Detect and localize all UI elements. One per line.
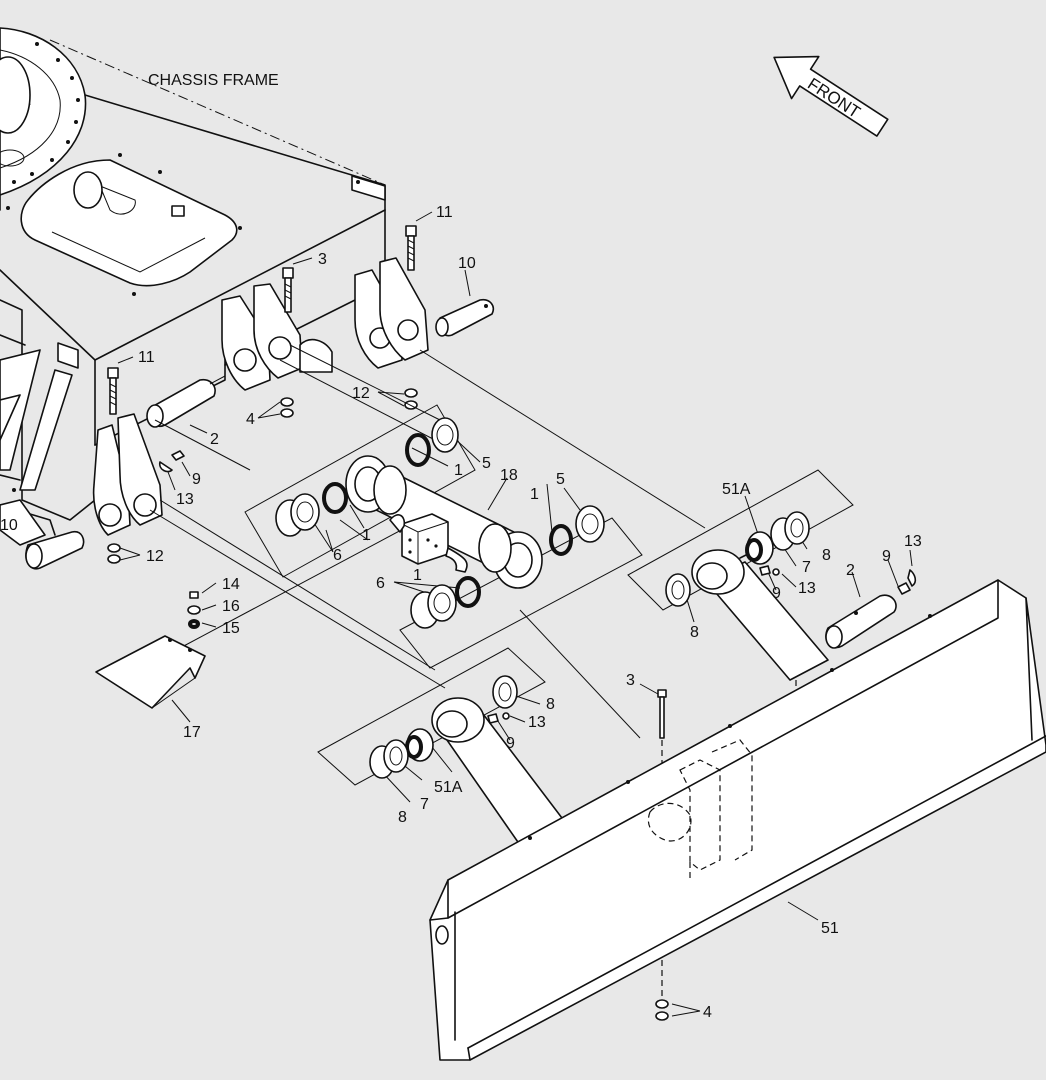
callout-6: 6 [376, 575, 385, 592]
callout-13: 13 [798, 580, 816, 597]
callout-10: 10 [458, 255, 476, 272]
left-arm-group [317, 647, 566, 846]
callout-8: 8 [822, 547, 831, 564]
callout-16: 16 [222, 598, 240, 615]
callout-1: 1 [530, 486, 539, 503]
callout-3: 3 [626, 672, 635, 689]
callout-7: 7 [802, 559, 811, 576]
callout-9: 9 [506, 735, 515, 752]
callout-12: 12 [146, 548, 164, 565]
callout-4: 4 [246, 411, 255, 428]
callout-17: 17 [183, 724, 201, 741]
leader-lines [117, 211, 913, 1017]
callout-5: 5 [482, 455, 491, 472]
callout-8: 8 [398, 809, 407, 826]
callout-12: 12 [352, 385, 370, 402]
front-direction-arrow: FRONT [773, 55, 889, 137]
chassis-frame [0, 27, 386, 536]
callout-9: 9 [772, 585, 781, 602]
callout-13: 13 [528, 714, 546, 731]
cylinder-18-group [244, 404, 643, 669]
callout-13: 13 [904, 533, 922, 550]
callout-2: 2 [210, 431, 219, 448]
callout-9: 9 [192, 471, 201, 488]
callout-51A: 51A [434, 779, 463, 796]
callout-labels: 11 3 10 11 12 4 2 9 13 10 12 1 5 18 1 5 … [0, 204, 922, 1021]
callout-1: 1 [413, 567, 422, 584]
callout-1: 1 [454, 462, 463, 479]
callout-6: 6 [333, 547, 342, 564]
front-clevis-bracket [0, 413, 163, 546]
callout-10: 10 [0, 517, 18, 534]
callout-15: 15 [222, 620, 240, 637]
callout-9: 9 [882, 548, 891, 565]
callout-18: 18 [500, 467, 518, 484]
callout-11: 11 [138, 349, 155, 366]
callout-2: 2 [846, 562, 855, 579]
callout-7: 7 [420, 796, 429, 813]
right-arm-group [627, 469, 917, 681]
callout-4: 4 [703, 1004, 712, 1021]
callout-14: 14 [222, 576, 240, 593]
dozer-blade-51 [429, 579, 1046, 1061]
callout-3: 3 [318, 251, 327, 268]
callout-11: 11 [436, 204, 453, 221]
callout-1: 1 [362, 527, 371, 544]
callout-8: 8 [546, 696, 555, 713]
callout-8: 8 [690, 624, 699, 641]
callout-51A: 51A [722, 481, 751, 498]
pin-bolt-hardware [25, 225, 495, 570]
callout-5: 5 [556, 471, 565, 488]
callout-51: 51 [821, 920, 839, 937]
chassis-frame-label: CHASSIS FRAME [148, 72, 279, 89]
guard-17-group [95, 591, 206, 709]
callout-13: 13 [176, 491, 194, 508]
rear-clevis-brackets [221, 257, 429, 391]
